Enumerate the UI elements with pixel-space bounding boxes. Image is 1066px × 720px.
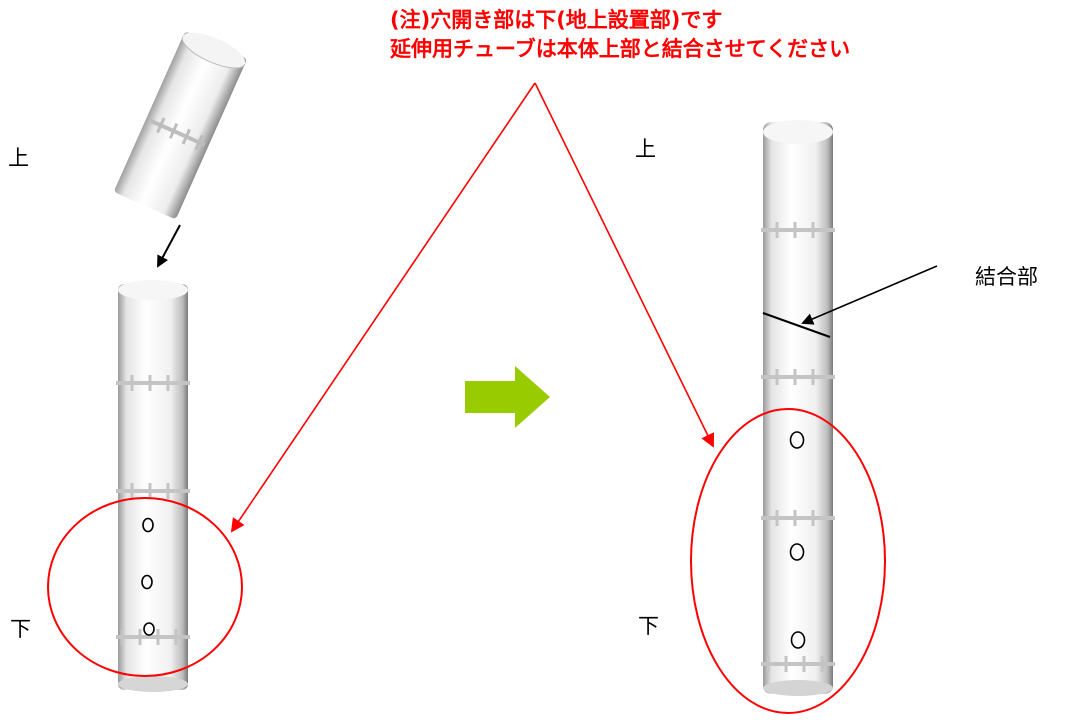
extension-tube	[114, 32, 247, 219]
caution-note: (注)穴開き部は下(地上設置部)です 延伸用チューブは本体上部と結合させてくださ…	[390, 6, 850, 64]
tube-scale-mark	[148, 117, 206, 151]
joint-line	[762, 312, 831, 338]
vent-hole	[789, 431, 805, 449]
vent-hole	[141, 574, 153, 590]
join-arrow	[157, 224, 181, 268]
vent-hole	[142, 517, 154, 533]
left-bottom-label: 下	[10, 617, 31, 641]
caution-note-line2: 延伸用チューブは本体上部と結合させてください	[390, 37, 851, 61]
tube-scale-mark	[761, 656, 835, 672]
tube-scale-mark	[761, 222, 835, 238]
tube-scale-mark	[761, 510, 835, 526]
left-holes-highlight	[47, 497, 243, 677]
right-holes-highlight	[690, 408, 886, 714]
transition-arrow	[465, 366, 550, 428]
right-bottom-label: 下	[638, 614, 659, 638]
right-combined-tube	[761, 120, 835, 696]
vent-hole	[789, 543, 805, 561]
note-arrow-left	[230, 82, 536, 533]
right-top-label: 上	[635, 137, 656, 161]
vent-hole	[790, 631, 806, 649]
tube-scale-mark	[116, 375, 190, 391]
joint-label: 結合部	[975, 265, 1038, 289]
note-arrow-right	[534, 82, 715, 448]
tube-scale-mark	[116, 483, 190, 499]
caution-note-line1: (注)穴開き部は下(地上設置部)です	[390, 8, 723, 32]
left-main-tube	[116, 280, 190, 692]
joint-pointer	[801, 265, 938, 325]
vent-hole	[143, 622, 155, 636]
tube-scale-mark	[116, 629, 190, 645]
left-top-label: 上	[8, 146, 29, 170]
tube-scale-mark	[761, 369, 835, 385]
